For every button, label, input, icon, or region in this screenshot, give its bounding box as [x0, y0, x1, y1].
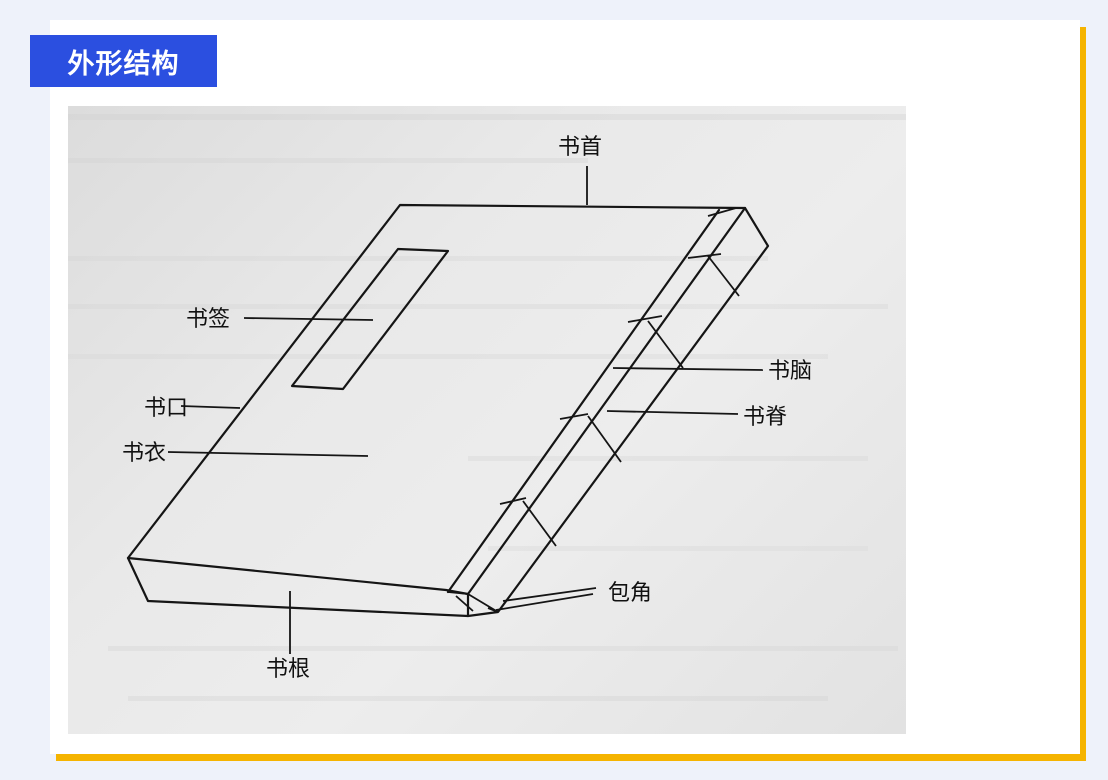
label-shu-kou: 书口: [144, 396, 188, 421]
label-shu-nao: 书脑: [768, 359, 812, 384]
label-bao-jiao: 包角: [608, 581, 652, 606]
card-accent-border: [56, 27, 1086, 761]
callout-lines: [167, 166, 764, 654]
book-structure-diagram: 书首 书签 书口 书衣 书脑 书脊 包角 书根: [68, 114, 906, 701]
background-texture: [68, 114, 906, 701]
book-outline: [126, 203, 770, 618]
label-shu-gen: 书根: [266, 657, 310, 682]
title-slip: [290, 247, 450, 391]
section-title: 外形结构: [30, 35, 217, 87]
label-shu-yi: 书衣: [122, 441, 166, 466]
label-shu-ji: 书脊: [743, 405, 787, 430]
label-shu-qian: 书签: [186, 307, 230, 332]
book-structure-photo: 书首 书签 书口 书衣 书脑 书脊 包角 书根: [68, 106, 906, 734]
label-shu-shou: 书首: [558, 135, 602, 160]
